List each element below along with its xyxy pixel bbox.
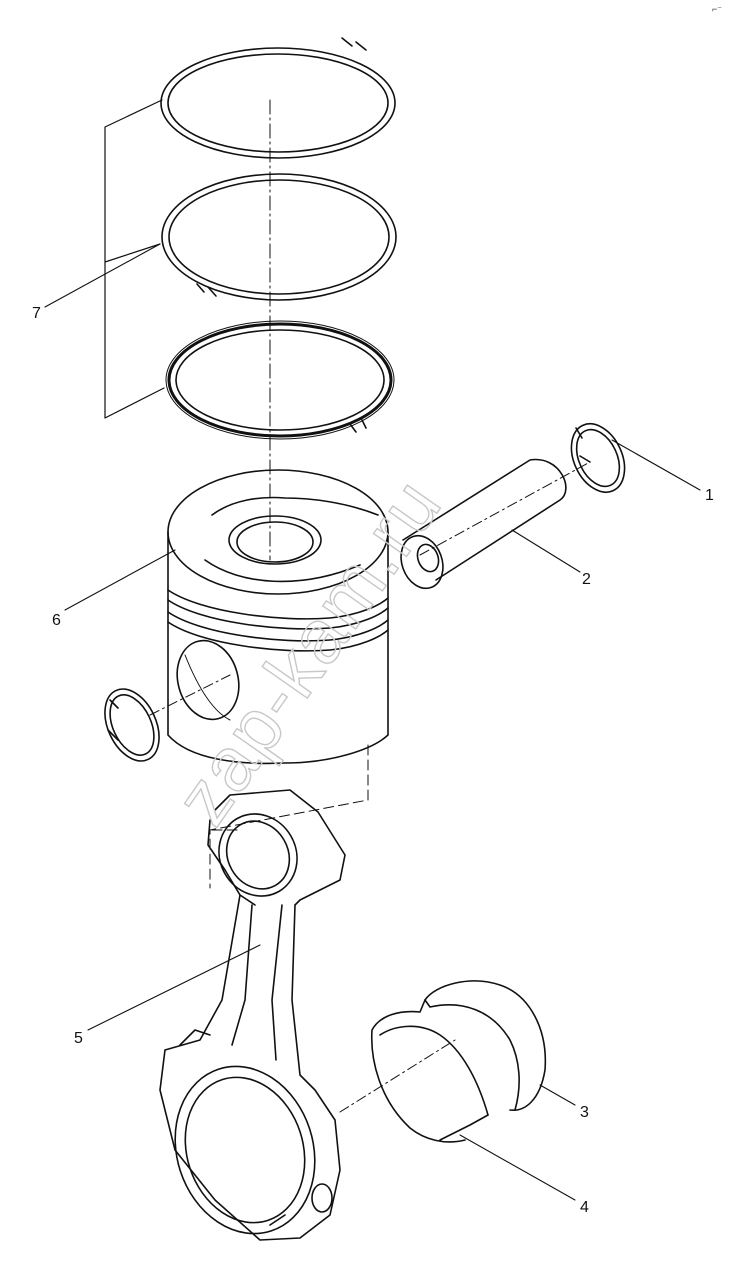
leader-lines <box>44 243 701 1201</box>
pin-axis-line <box>149 461 591 716</box>
bearing-axis-line <box>339 1039 456 1113</box>
piston-pin <box>400 458 567 590</box>
callout-6: 6 <box>52 612 61 629</box>
watermark-text: zap-kam.ru <box>159 463 458 840</box>
callout-5: 5 <box>74 1030 83 1047</box>
connecting-rod <box>159 789 346 1241</box>
callout-4: 4 <box>580 1199 589 1216</box>
leader-3 <box>539 1084 576 1106</box>
corner-mark: ⌐⁻ <box>712 4 722 14</box>
bearing-shell-upper <box>424 980 547 1111</box>
piston-ring-oil <box>165 320 395 440</box>
piston-ring-middle <box>161 173 397 301</box>
callout-1: 1 <box>705 487 714 504</box>
callout-3: 3 <box>580 1104 589 1121</box>
callout-7: 7 <box>32 305 41 322</box>
piston <box>167 469 389 765</box>
bearing-shell-lower <box>370 999 489 1143</box>
ring-group-bracket <box>104 99 165 419</box>
circlip-right <box>570 423 626 493</box>
leader-6 <box>64 549 176 611</box>
leader-2 <box>511 529 581 573</box>
piston-ring-top <box>160 37 396 159</box>
leader-4 <box>459 1134 576 1201</box>
leader-7 <box>44 243 161 308</box>
circlip-left <box>104 688 160 762</box>
leader-1 <box>611 439 701 491</box>
leader-5 <box>87 944 261 1031</box>
callout-2: 2 <box>582 571 591 588</box>
rod-guide-line <box>209 744 369 889</box>
